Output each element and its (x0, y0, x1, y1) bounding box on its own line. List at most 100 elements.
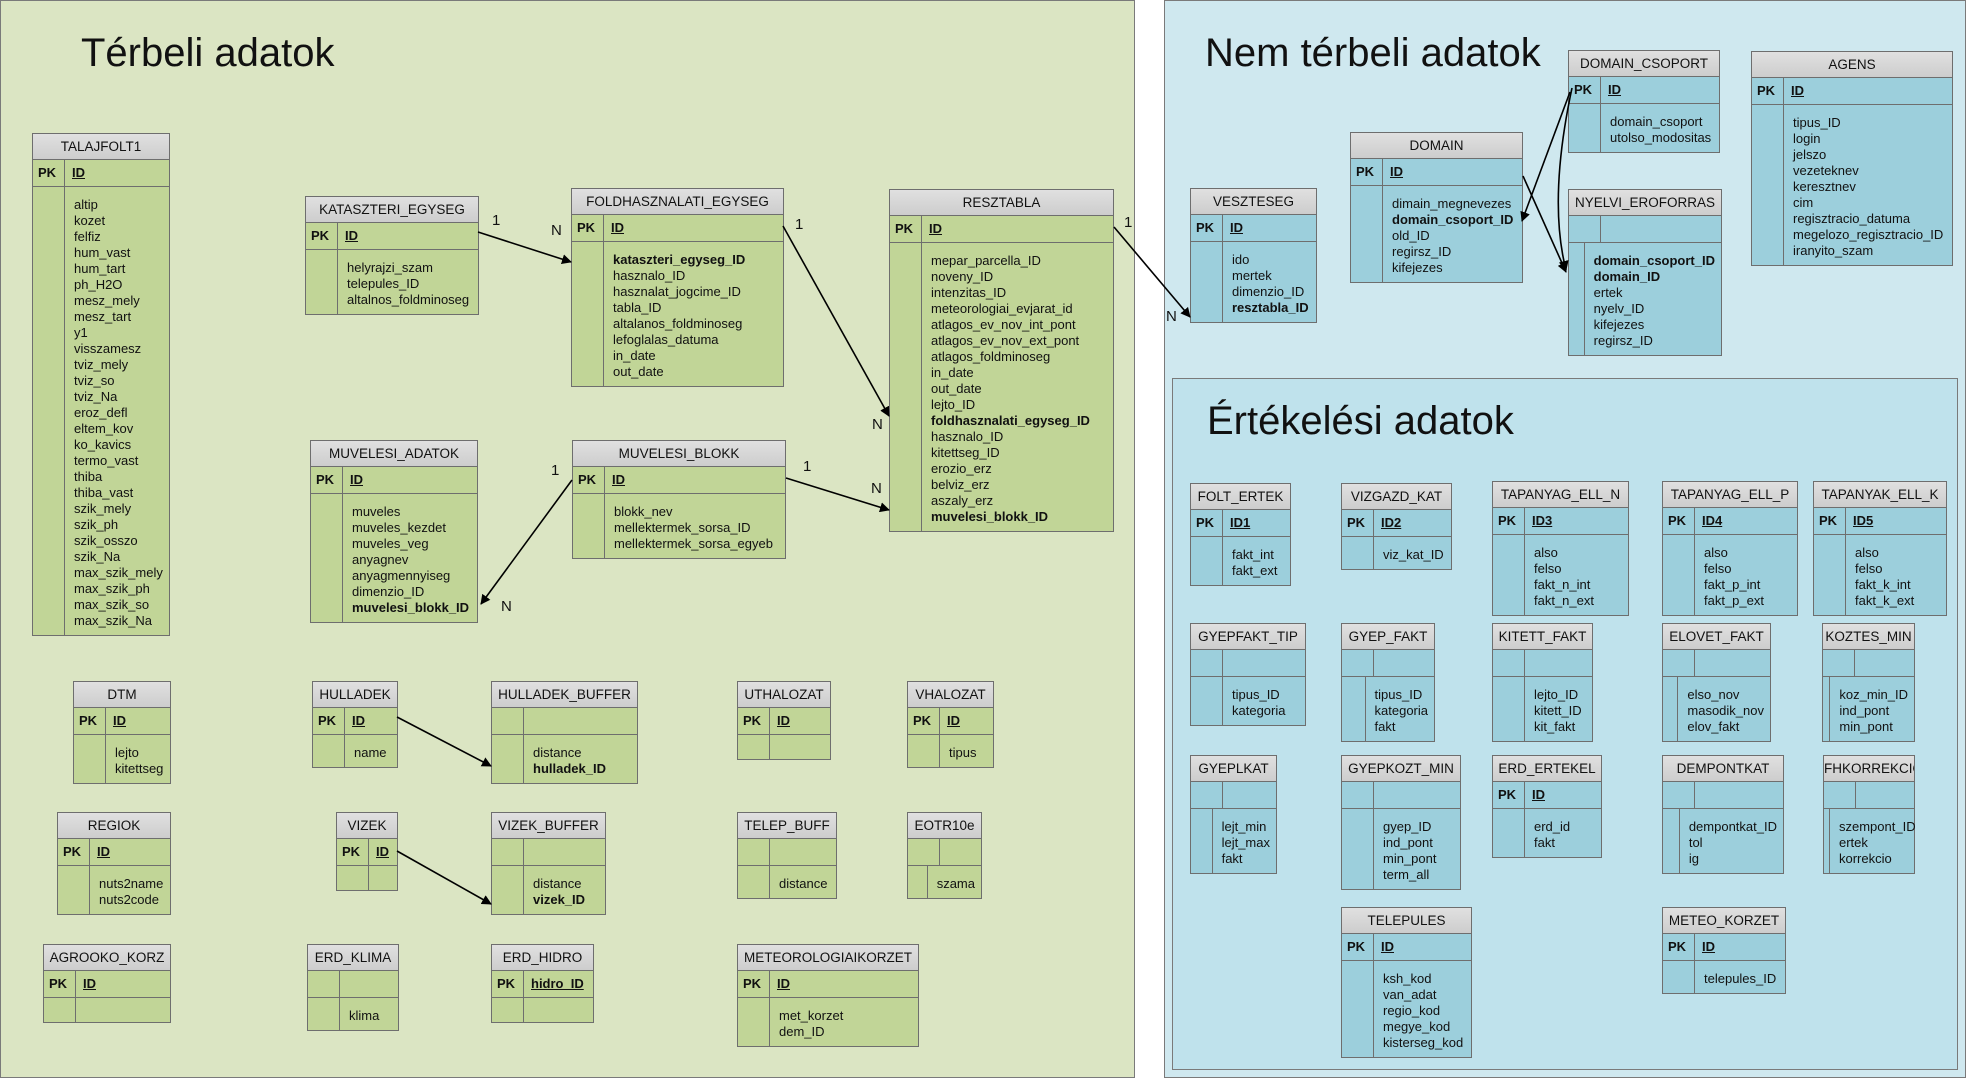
key-label (1191, 650, 1223, 676)
field: mesz_mely (74, 293, 140, 308)
field: felso (1704, 561, 1732, 576)
field: kitettseg (115, 761, 164, 776)
table-name: TELEP_BUFF (738, 813, 836, 839)
field: max_szik_mely (74, 565, 163, 580)
key-label: PK (1493, 508, 1525, 534)
key-label (492, 708, 524, 734)
key-column (1342, 677, 1366, 741)
field: viz_kat_ID (1383, 547, 1444, 562)
key-label: PK (1351, 159, 1383, 185)
field: also (1855, 545, 1879, 560)
primary-key-field: ID (612, 472, 625, 487)
field: blokk_nev (614, 504, 673, 519)
field: hasznalo_ID (931, 429, 1004, 444)
key-column (306, 250, 338, 314)
key-label (738, 839, 770, 865)
field-list: klima (340, 998, 385, 1030)
table-name: KOZTES_MIN (1823, 624, 1914, 650)
field: muveles_kezdet (352, 520, 446, 535)
field: regio_kod (1383, 1003, 1441, 1018)
primary-key-field: ID (1608, 82, 1621, 97)
key-label: PK (306, 223, 338, 249)
field: regirsz_ID (1593, 333, 1653, 348)
field: intenzitas_ID (931, 285, 1007, 300)
table-name: GYEPLKAT (1191, 756, 1276, 782)
field: fakt_p_ext (1704, 593, 1764, 608)
field: atlagos_ev_nov_ext_pont (931, 333, 1080, 348)
key-label: PK (33, 160, 65, 186)
primary-key-row (1824, 782, 1914, 809)
field: distance (533, 876, 582, 891)
cardinality-label: N (501, 598, 512, 615)
key-column (1342, 809, 1374, 889)
panel-title: Értékelési adatok (1207, 399, 1514, 443)
field: dem_ID (779, 1024, 825, 1039)
field: kozet (74, 213, 106, 228)
field: eltem_kov (74, 421, 134, 436)
table-name: NYELVI_EROFORRAS (1569, 190, 1721, 216)
table-name: AGROOKO_KORZ (44, 945, 170, 971)
key-column (738, 735, 770, 759)
field: distance (533, 745, 582, 760)
table-name: METEOROLOGIAIKORZET (738, 945, 918, 971)
relation-line (1113, 226, 1191, 318)
field: kit_fakt (1534, 719, 1576, 734)
key-column (44, 998, 76, 1022)
field: kitett_ID (1534, 703, 1582, 718)
table-name: GYEPKOZT_MIN (1342, 756, 1460, 782)
field: met_korzet (779, 1008, 844, 1023)
primary-key-row (1663, 782, 1783, 809)
field: eroz_defl (74, 405, 128, 420)
field: felfiz (74, 229, 101, 244)
primary-key-field: ID (1702, 939, 1715, 954)
field: hum_tart (74, 261, 126, 276)
primary-key-row (1823, 650, 1914, 677)
field: lejt_max (1221, 835, 1270, 850)
field: ig (1688, 851, 1699, 866)
table-name: KATASZTERI_EGYSEG (306, 197, 478, 223)
field: dempontkat_ID (1688, 819, 1777, 834)
table-name: ERD_ERTEKEL (1493, 756, 1601, 782)
primary-key-row (1191, 650, 1305, 677)
field: utolso_modositas (1610, 130, 1712, 145)
field: mepar_parcella_ID (931, 253, 1041, 268)
field: altalanos_foldminoseg (613, 316, 743, 331)
relation-line (477, 231, 572, 264)
field: out_date (931, 381, 982, 396)
field: fakt_p_int (1704, 577, 1761, 592)
field: szik_ph (74, 517, 119, 532)
field: fakt (1374, 719, 1396, 734)
field: helyrajzi_szam (347, 260, 433, 275)
